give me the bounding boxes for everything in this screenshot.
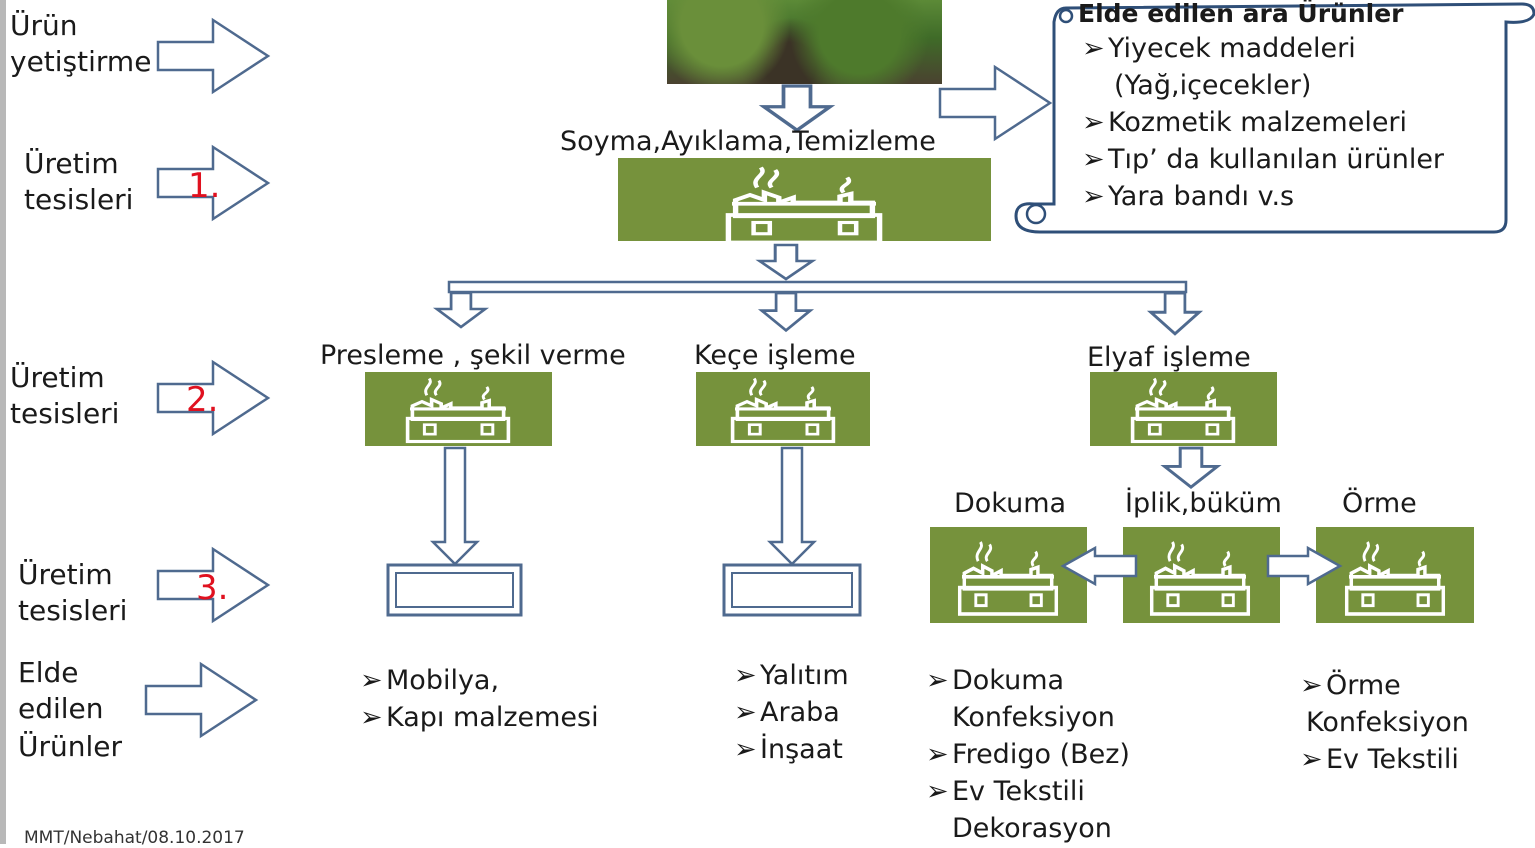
list-item: Konfeksiyon <box>1306 707 1469 738</box>
list-item: ➢Kapı malzemesi <box>360 702 599 733</box>
arrow-pressing-down <box>429 446 481 566</box>
list-item: Dekorasyon <box>952 813 1112 844</box>
list-item: (Yağ,içecekler) <box>1114 70 1312 101</box>
list-item: ➢Araba <box>734 697 840 728</box>
process-pressing-label: Presleme , şekil verme <box>320 340 626 371</box>
arrow-to-intermediates <box>938 65 1052 141</box>
arrow-down-branch <box>758 243 814 281</box>
list-item: ➢Yiyecek maddeleri <box>1082 33 1356 64</box>
list-item: ➢Örme <box>1300 670 1401 701</box>
slide-edge <box>0 0 6 844</box>
label-facilities-3-line2: tesisleri <box>18 594 128 627</box>
process-fiber-label: Elyaf işleme <box>1087 342 1251 373</box>
arrow-felt-down <box>766 446 818 566</box>
list-item: ➢Mobilya, <box>360 665 500 696</box>
arrow-to-weaving <box>1060 545 1138 587</box>
stage-arrow-products <box>144 662 258 738</box>
list-item: ➢Kozmetik malzemeleri <box>1082 107 1408 138</box>
arrow-fiber-down <box>1163 446 1219 489</box>
label-facilities-3-line1: Üretim <box>18 558 113 591</box>
label-facilities-2-line2: tesisleri <box>10 397 120 430</box>
arrow-to-fiber <box>1149 291 1201 336</box>
stage-number-1: 1. <box>188 166 221 206</box>
process-felt-label: Keçe işleme <box>694 340 856 371</box>
list-item: ➢Yara bandı v.s <box>1082 181 1295 212</box>
list-item: ➢Ev Tekstili <box>926 776 1085 807</box>
process-spinning-label: İplik,büküm <box>1125 488 1282 519</box>
intermediate-list: ➢Yiyecek maddeleri (Yağ,içecekler) ➢Kozm… <box>1082 30 1444 215</box>
intermediate-title: Elde edilen ara Ürünler <box>1078 0 1404 28</box>
process-weaving-label: Dokuma <box>954 488 1067 519</box>
label-products-line2: edilen <box>18 692 104 725</box>
list-item: ➢Fredigo (Bez) <box>926 739 1130 770</box>
footer-credit: MMT/Nebahat/08.10.2017 <box>24 828 245 848</box>
label-cultivation-line1: Ürün <box>10 9 78 42</box>
label-facilities-1-line2: tesisleri <box>24 183 134 216</box>
label-facilities-1-line1: Üretim <box>24 147 119 180</box>
stage-number-3: 3. <box>196 568 229 608</box>
stage-arrow-cultivation <box>156 18 270 94</box>
products-pressing-list: ➢Mobilya, ➢Kapı malzemesi <box>360 662 599 736</box>
products-knitting-list: ➢Örme Konfeksiyon ➢Ev Tekstili <box>1300 667 1469 778</box>
process-cleaning-label: Soyma,Ayıklama,Temizleme <box>560 126 936 157</box>
arrow-to-knitting <box>1266 545 1343 587</box>
process-knitting-label: Örme <box>1342 488 1417 519</box>
products-felt-list: ➢Yalıtım ➢Araba ➢İnşaat <box>734 657 849 768</box>
label-facilities-2-line1: Üretim <box>10 361 105 394</box>
arrow-to-pressing <box>435 291 487 329</box>
label-products-line1: Elde <box>18 656 79 689</box>
list-item: Konfeksiyon <box>952 702 1115 733</box>
hemp-field-photo <box>667 0 942 84</box>
list-item: ➢Tıp’ da kullanılan ürünler <box>1082 144 1445 175</box>
list-item: ➢İnşaat <box>734 734 843 765</box>
stage-number-2: 2. <box>186 380 219 420</box>
intermediate-callout <box>1014 2 1535 234</box>
arrow-to-felt <box>760 291 812 332</box>
list-item: ➢Yalıtım <box>734 660 849 691</box>
products-weaving-list: ➢Dokuma Konfeksiyon ➢Fredigo (Bez) ➢Ev T… <box>926 662 1130 847</box>
branch-connector <box>447 280 1188 294</box>
list-item: ➢Ev Tekstili <box>1300 744 1459 775</box>
list-item: ➢Dokuma <box>926 665 1065 696</box>
label-cultivation-line2: yetiştirme <box>10 45 152 78</box>
label-products-line3: Ürünler <box>18 730 123 763</box>
factory-box-cleaning <box>618 158 991 241</box>
